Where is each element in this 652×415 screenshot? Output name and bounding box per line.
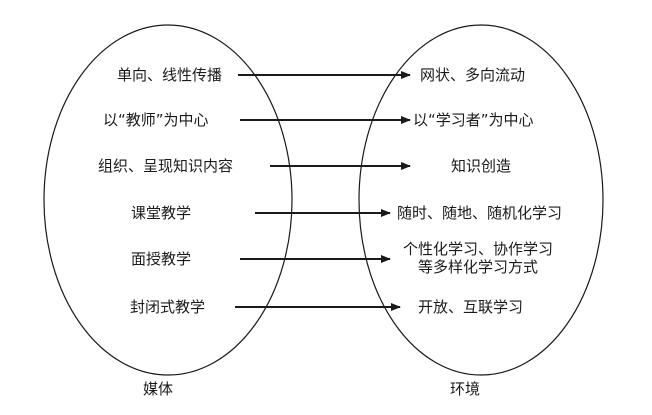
right-item-5-line-1: 个性化学习、协作学习 <box>402 240 554 258</box>
right-item-4: 随时、随地、随机化学习 <box>397 204 563 222</box>
right-item-2: 以“学习者”为中心 <box>413 111 534 129</box>
left-item-2: 以“教师”为中心 <box>103 111 209 129</box>
left-caption: 媒体 <box>142 380 174 398</box>
right-item-5: 个性化学习、协作学习 等多样化学习方式 <box>403 240 553 276</box>
right-caption: 环境 <box>449 380 481 398</box>
left-item-3: 组织、呈现知识内容 <box>98 157 234 175</box>
left-item-5: 面授教学 <box>131 250 192 268</box>
left-item-4: 课堂教学 <box>131 204 192 222</box>
right-ellipse <box>358 24 604 376</box>
left-ellipse <box>43 24 293 376</box>
right-item-1: 网状、多向流动 <box>420 66 526 84</box>
right-item-3: 知识创造 <box>450 157 512 175</box>
left-item-1: 单向、线性传播 <box>117 66 223 84</box>
left-item-6: 封闭式教学 <box>130 298 206 316</box>
right-item-6: 开放、互联学习 <box>418 298 524 316</box>
right-item-5-line-2: 等多样化学习方式 <box>417 258 539 276</box>
